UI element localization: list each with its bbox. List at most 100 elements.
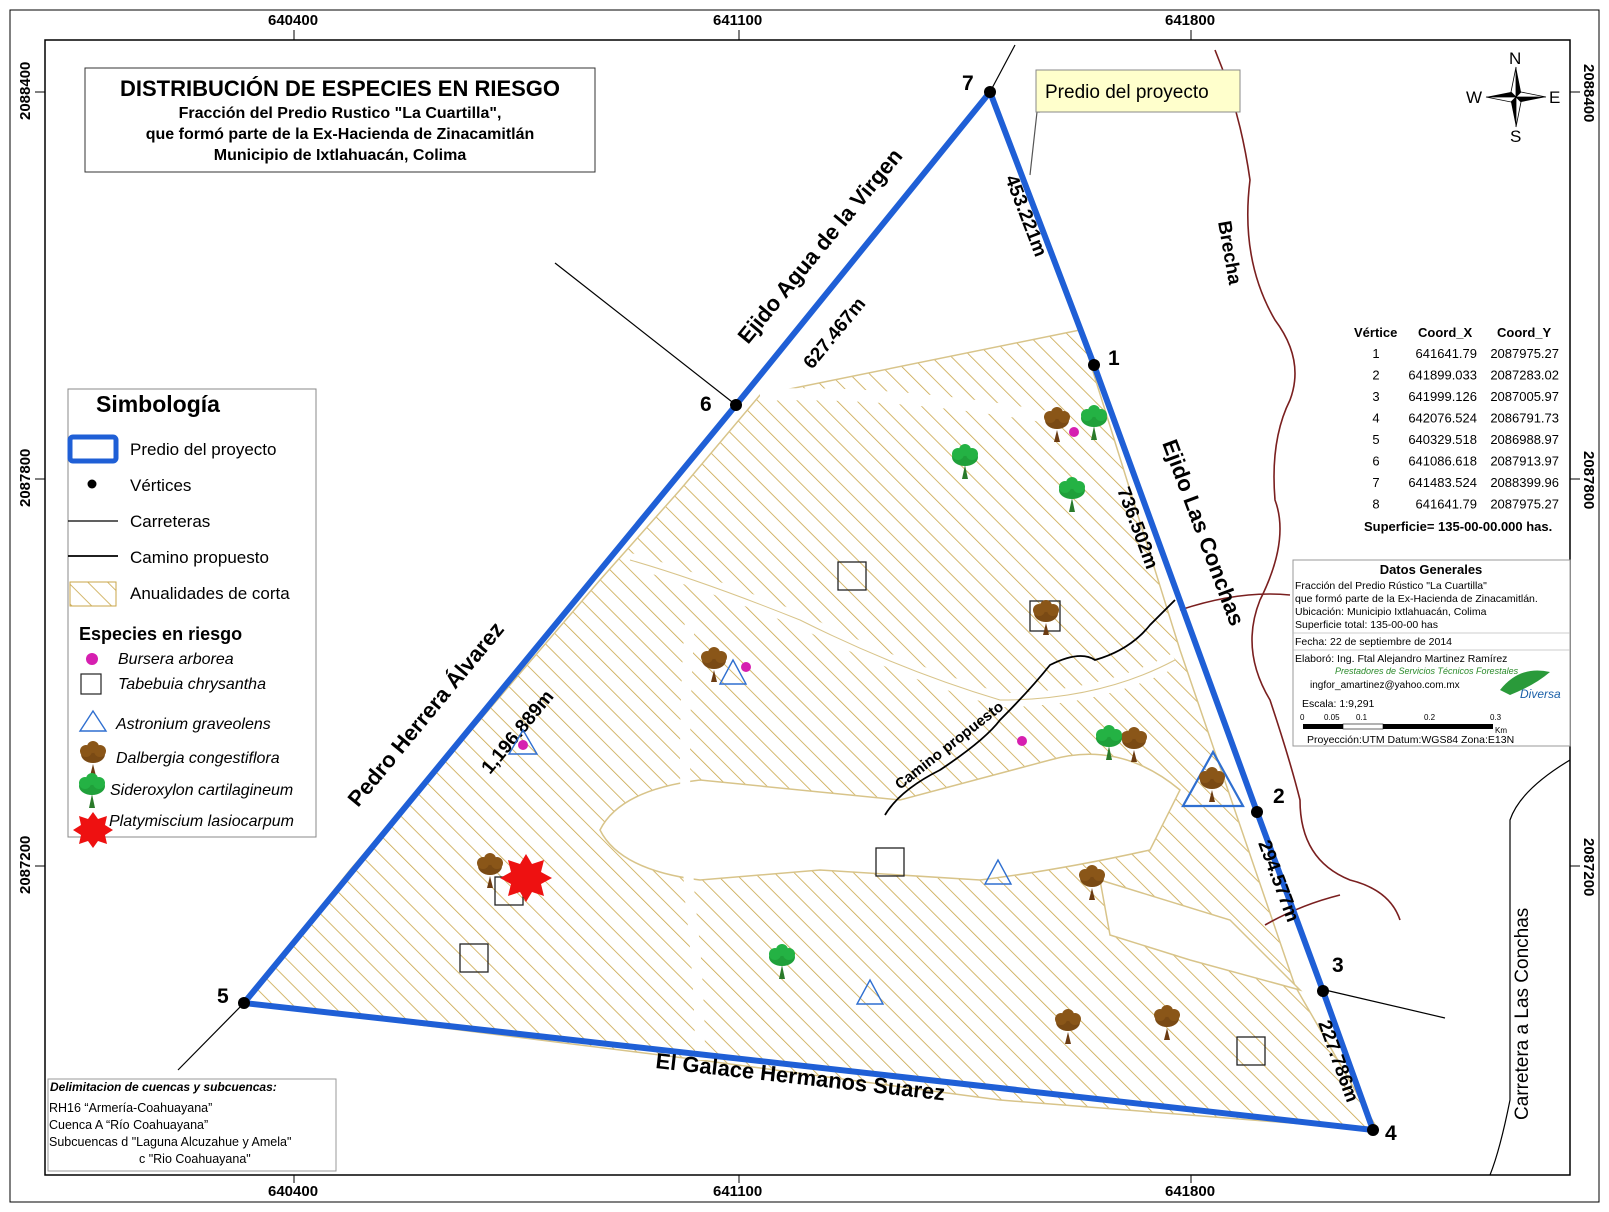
vertices xyxy=(238,86,1379,1136)
brecha-branch-2 xyxy=(1264,894,1341,926)
tabebuia-marker xyxy=(837,561,867,591)
road-e xyxy=(1324,989,1446,1019)
cuencas-line-1: RH16 “Armería-Coahuayana” xyxy=(49,1101,212,1115)
grid-y-right-3: 2087200 xyxy=(1580,838,1597,896)
north-arrow-icon xyxy=(1485,66,1547,128)
grid-y-left-3: 2087200 xyxy=(17,836,34,894)
title-line-2: que formó parte de la Ex-Hacienda de Zin… xyxy=(146,126,535,143)
coords-cell: 640329.518 xyxy=(1408,432,1477,447)
compass-n: N xyxy=(1509,49,1521,68)
datos-line-3: Ubicación: Municipio Ixtlahuacán, Colima xyxy=(1295,606,1487,618)
vertex-5 xyxy=(238,997,250,1009)
datos-projection: Proyección:UTM Datum:WGS84 Zona:E13N xyxy=(1307,734,1514,746)
vertex-3 xyxy=(1317,985,1329,997)
grid-y-right-2: 2087800 xyxy=(1580,451,1597,509)
coords-cell: 2087283.02 xyxy=(1490,368,1559,383)
track-2 xyxy=(759,388,1067,426)
legend-swatch-astronium xyxy=(78,709,108,732)
coords-cell: 2087913.97 xyxy=(1490,454,1559,469)
grid-ticks xyxy=(35,30,1580,1183)
tabebuia-marker xyxy=(1236,1036,1266,1066)
legend-species-bursera: Bursera arborea xyxy=(118,651,234,668)
bio-diversa-logo-icon: Diversa xyxy=(1500,670,1561,701)
coords-cell: 5 xyxy=(1372,432,1379,447)
legend-item-predio: Predio del proyecto xyxy=(130,440,276,459)
scale-tick-0: 0 xyxy=(1300,713,1305,722)
platymiscium-marker xyxy=(500,854,552,902)
coords-cell: 4 xyxy=(1372,411,1379,426)
compass-s: S xyxy=(1510,127,1521,146)
legend-swatch-anualidades xyxy=(69,581,117,607)
legend-swatch-platymiscium xyxy=(73,812,113,848)
legend-swatch-vertices xyxy=(87,479,97,489)
vertex-label-5: 5 xyxy=(217,985,229,1008)
legend-species-platymiscium: Platymiscium lasiocarpum xyxy=(109,813,294,830)
datos-line-4: Superficie total: 135-00-00 has xyxy=(1295,619,1438,631)
coords-cell: 641899.033 xyxy=(1408,368,1477,383)
vertex-label-3: 3 xyxy=(1332,954,1344,977)
bursera-marker xyxy=(518,740,528,750)
datos-line-2: que formó parte de la Ex-Hacienda de Zin… xyxy=(1295,593,1538,605)
coords-cell: 2087975.27 xyxy=(1490,497,1559,512)
astronium-marker xyxy=(1181,749,1245,808)
brecha-trail xyxy=(1214,49,1401,921)
vertex-label-6: 6 xyxy=(700,393,712,416)
tabebuia-marker xyxy=(459,943,489,973)
datos-line-5: Fecha: 22 de septiembre de 2014 xyxy=(1295,636,1452,648)
scale-tick-4: 0.3 xyxy=(1490,713,1502,722)
title-line-1: Fracción del Predio Rustico "La Cuartill… xyxy=(179,105,502,122)
scale-tick-3: 0.2 xyxy=(1424,713,1436,722)
coords-superficie: Superficie= 135-00-00.000 has. xyxy=(1364,519,1552,534)
grid-x-top-3: 641800 xyxy=(1165,12,1215,29)
datos-scale: Escala: 1:9,291 xyxy=(1302,698,1375,710)
title-box: DISTRIBUCIÓN DE ESPECIES EN RIESGO Fracc… xyxy=(84,67,596,173)
grid-x-bottom-1: 640400 xyxy=(268,1183,318,1200)
coords-cell: 641086.618 xyxy=(1408,454,1477,469)
legend-swatch-bursera xyxy=(86,653,98,665)
grid-y-left-2: 2087800 xyxy=(17,449,34,507)
bursera-markers xyxy=(518,427,1079,750)
vertex-2 xyxy=(1251,806,1263,818)
title-line-3: Municipio de Ixtlahuacán, Colima xyxy=(214,147,467,164)
vertex-6 xyxy=(730,399,742,411)
road-nw xyxy=(554,262,737,406)
coords-cell: 642076.524 xyxy=(1408,411,1477,426)
legend-item-carreteras: Carreteras xyxy=(130,512,210,531)
coords-cell: 2 xyxy=(1372,368,1379,383)
coords-header-y: Coord_Y xyxy=(1497,325,1552,340)
tabebuia-marker xyxy=(875,847,905,877)
scale-tick-1: 0.05 xyxy=(1324,713,1340,722)
label-carretera: Carretera a Las Conchas xyxy=(1512,908,1533,1120)
legend-item-vertices: Vértices xyxy=(130,476,191,495)
vertex-7 xyxy=(984,86,996,98)
compass-e: E xyxy=(1549,88,1560,107)
scale-tick-2: 0.1 xyxy=(1356,713,1368,722)
coords-cell: 2087005.97 xyxy=(1490,389,1559,404)
datos-firm: Prestadores de Servicios Técnicos Forest… xyxy=(1335,666,1519,676)
astronium-marker xyxy=(855,978,885,1005)
scale-bar xyxy=(1303,723,1493,730)
road-n xyxy=(989,44,1016,93)
cuencas-line-2: Cuenca A “Río Coahuayana” xyxy=(49,1118,208,1132)
carretera-road xyxy=(1489,759,1570,1175)
grid-x-bottom-2: 641100 xyxy=(713,1183,762,1200)
vertex-label-7: 7 xyxy=(962,72,974,95)
vertex-1 xyxy=(1088,359,1100,371)
title-main: DISTRIBUCIÓN DE ESPECIES EN RIESGO xyxy=(120,76,560,101)
cuencas-line-4: c "Rio Coahuayana" xyxy=(139,1152,251,1166)
legend-species-title: Especies en riesgo xyxy=(79,624,242,644)
coords-cell: 641483.524 xyxy=(1408,475,1477,490)
legend-swatch-predio xyxy=(67,434,119,464)
project-boundary xyxy=(238,86,1378,1134)
grid-x-bottom-3: 641800 xyxy=(1165,1183,1215,1200)
datos-title: Datos Generales xyxy=(1380,562,1483,577)
coords-cell: 8 xyxy=(1372,497,1379,512)
legend-item-camino: Camino propuesto xyxy=(130,548,269,567)
coords-cell: 3 xyxy=(1372,389,1379,404)
astronium-marker xyxy=(507,728,539,755)
vertex-label-2: 2 xyxy=(1273,785,1285,808)
legend-species-tabebuia: Tabebuia chrysantha xyxy=(118,676,266,693)
coords-cell: 2087975.27 xyxy=(1490,346,1559,361)
